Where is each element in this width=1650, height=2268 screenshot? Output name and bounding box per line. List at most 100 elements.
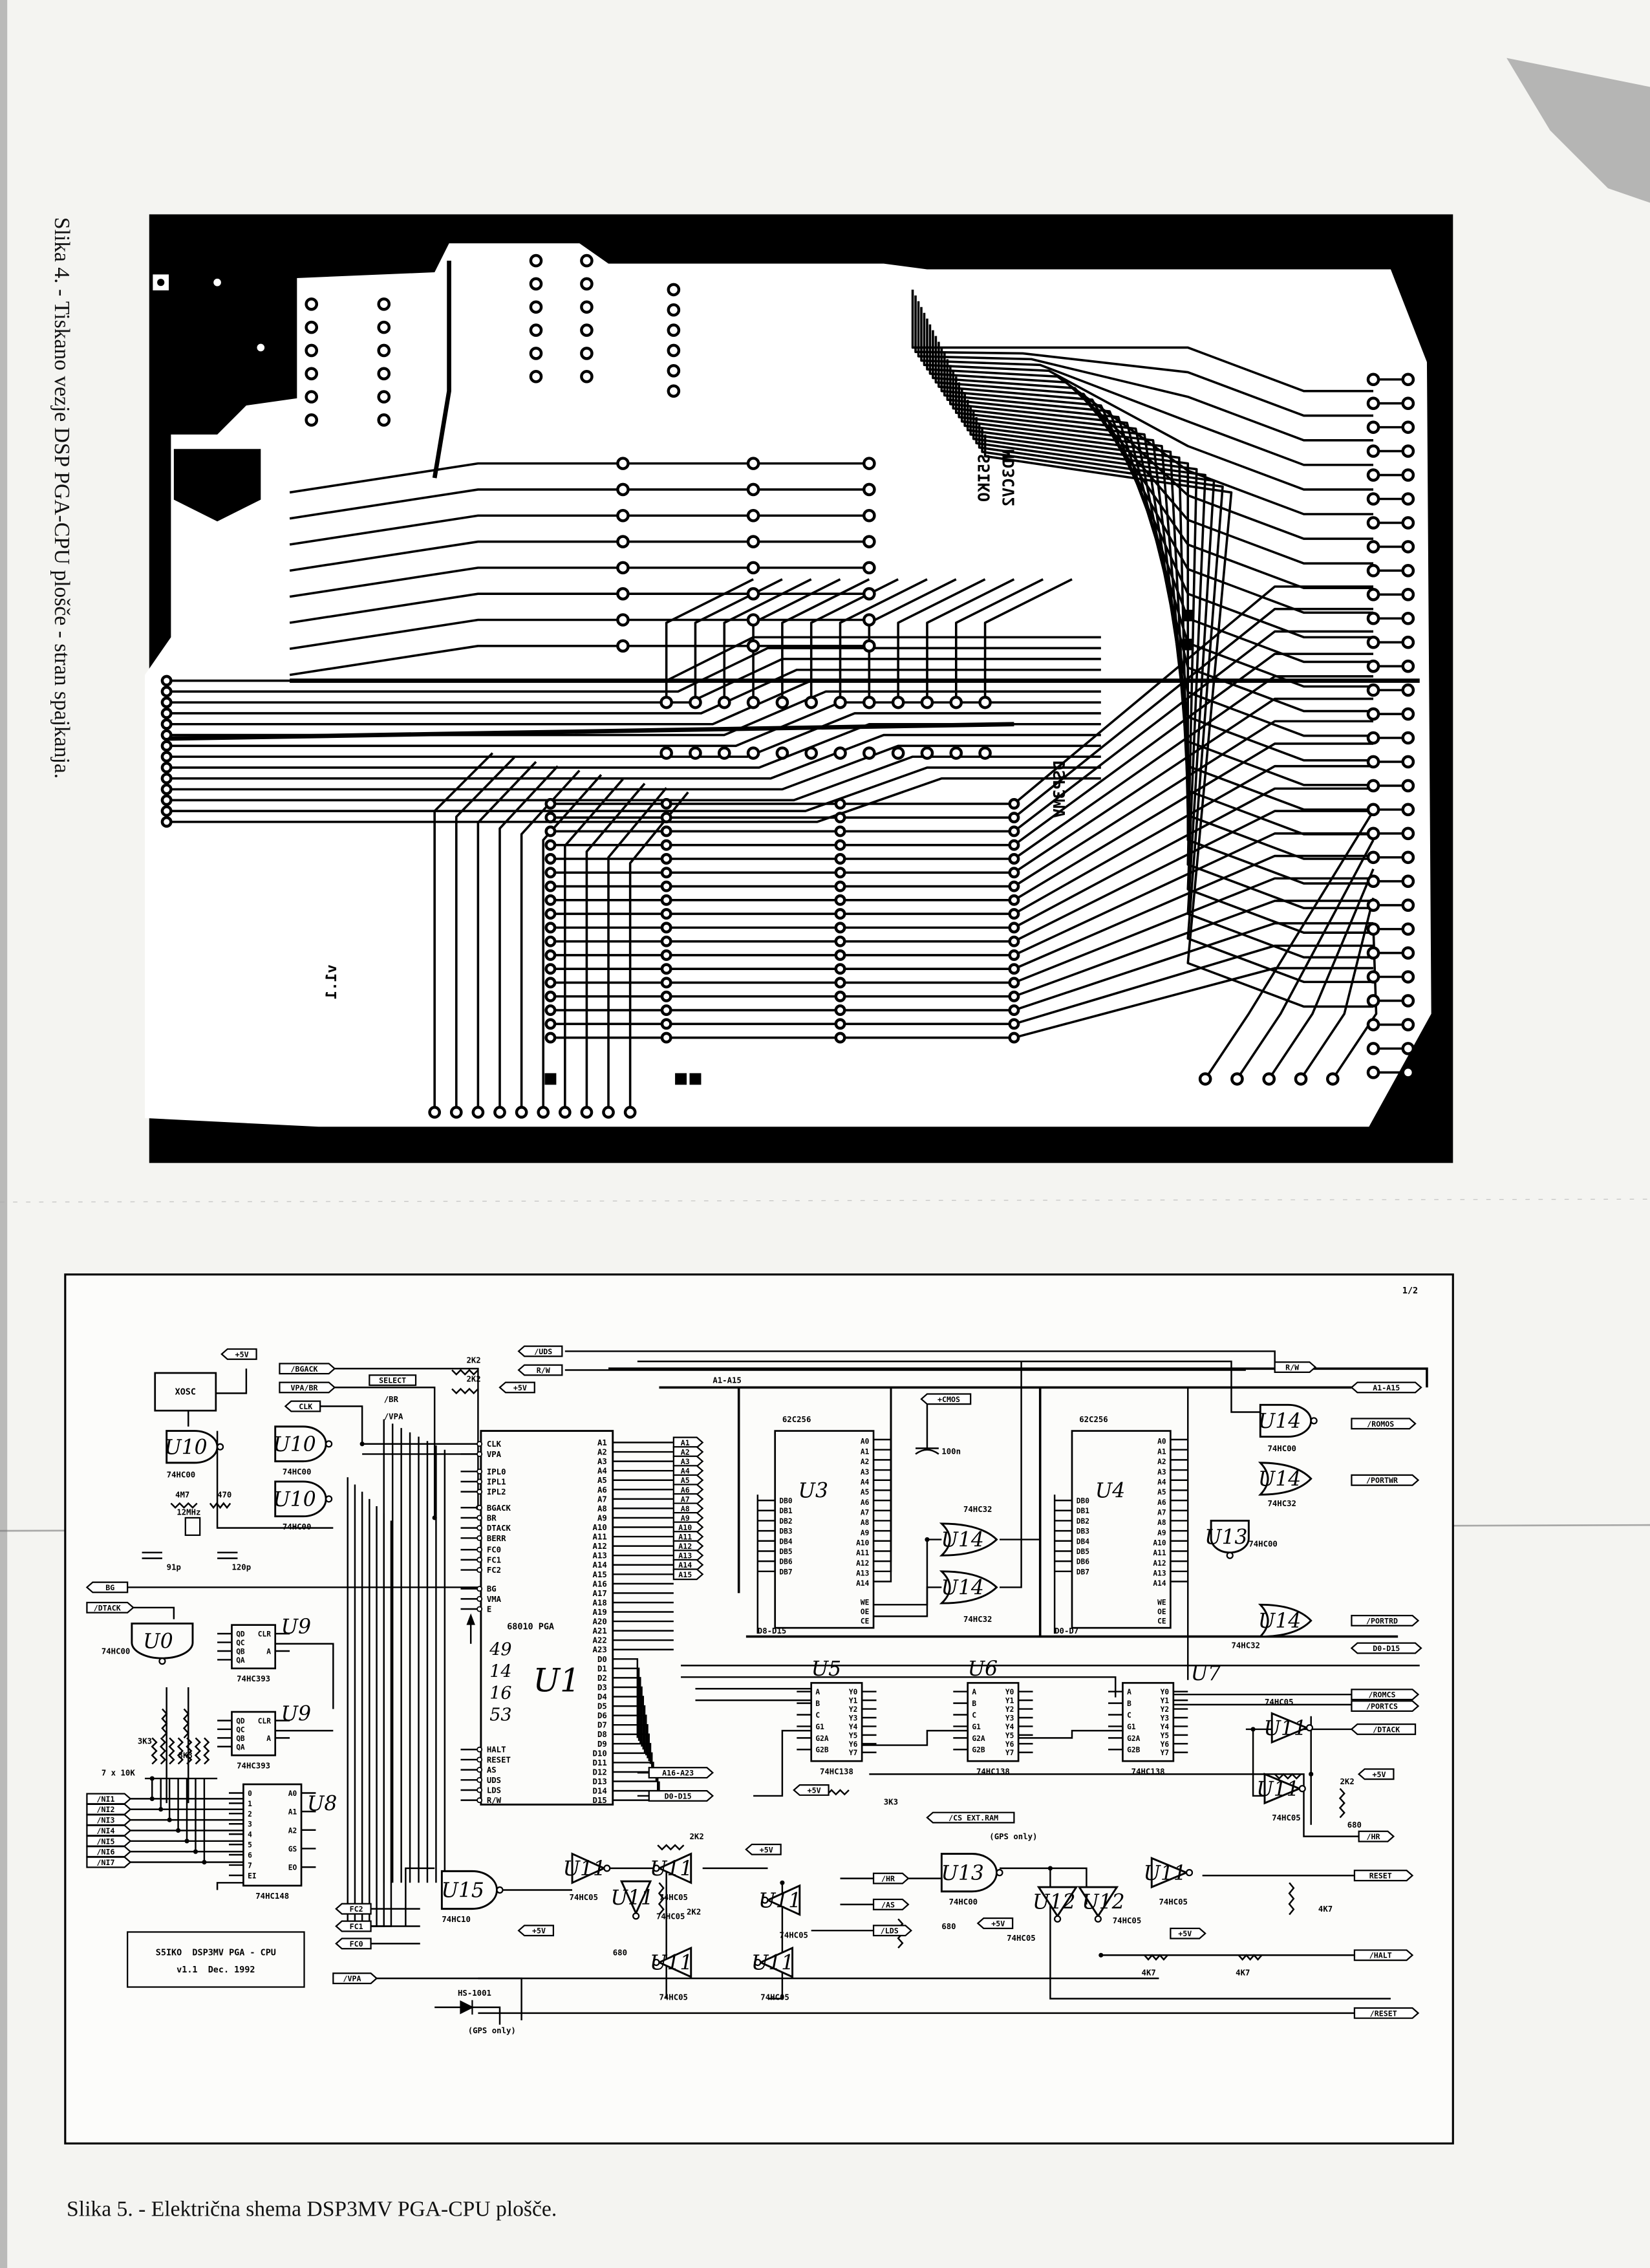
- chip-pin-label: Y5: [849, 1731, 857, 1740]
- pcb-smd-pad: [1182, 638, 1194, 651]
- chip-pin-label: Y2: [849, 1705, 857, 1714]
- gate-part-label: 74HC05: [570, 1893, 598, 1902]
- wire: [873, 1387, 892, 1582]
- pcb-pad: [775, 695, 789, 709]
- pin-bubble: [477, 1797, 483, 1804]
- gate-u0: [131, 1622, 194, 1665]
- chip-pin-label: A1: [861, 1447, 870, 1456]
- gate-ref-label: U0: [143, 1630, 173, 1654]
- net-flag-uds-shape: [517, 1345, 563, 1357]
- gate-u12: [1036, 1886, 1078, 1923]
- pcb-pad: [544, 797, 557, 810]
- pcb-pad: [1401, 373, 1415, 387]
- net-flag-ni4-shape: [86, 1824, 132, 1837]
- component-value-label: 3K3: [884, 1797, 898, 1806]
- chip-pin-label: DB6: [1077, 1558, 1089, 1566]
- pcb-trace: [1268, 868, 1375, 1080]
- pcb-marking-1: S5IKO: [974, 454, 993, 502]
- cpu-pin-label: BR: [487, 1513, 497, 1522]
- pcb-pad: [834, 922, 846, 934]
- chip-pin-label: QD: [236, 1717, 245, 1725]
- cpu-pin-label: A6: [597, 1485, 607, 1495]
- address-flag-a14-shape: [672, 1559, 704, 1571]
- pcb-pad: [305, 390, 319, 404]
- chip-pin-label: DB6: [779, 1558, 792, 1566]
- resistor-icon: [170, 1502, 198, 1509]
- chip-pin-label: B: [1127, 1700, 1131, 1708]
- gate-ref-label: U11: [1256, 1778, 1299, 1801]
- net-flag-hr: /HR: [881, 1874, 895, 1883]
- inverting-bubble: [632, 1912, 640, 1920]
- gate-u11: [1150, 1857, 1194, 1889]
- pcb-pad: [305, 343, 319, 358]
- pcb-pad: [1008, 825, 1020, 837]
- pin-bubble: [477, 1468, 483, 1474]
- pcb-trace: [455, 756, 515, 1116]
- pcb-trace: [952, 371, 1374, 737]
- pcb-pad: [862, 561, 876, 575]
- pcb-pad: [667, 323, 681, 337]
- chip-pin-label: Y6: [1005, 1740, 1014, 1749]
- gate-u14: [939, 1522, 998, 1557]
- pcb-pad: [1008, 908, 1020, 920]
- pcb-pad: [834, 908, 846, 920]
- resistor-icon: [1144, 1954, 1168, 1961]
- cpu-pin-label: HALT: [487, 1745, 506, 1755]
- wire: [216, 1882, 244, 1890]
- pcb-pad: [1401, 922, 1415, 936]
- junction-dot: [149, 1776, 155, 1781]
- resistor-icon: [451, 1387, 479, 1395]
- pcb-pad: [1401, 564, 1415, 578]
- chip-pin-label: C: [815, 1711, 820, 1720]
- chip-pin-label: A5: [1157, 1488, 1166, 1496]
- pcb-pad: [1366, 994, 1380, 1008]
- pcb-pad: [834, 977, 846, 989]
- pcb-trace: [550, 720, 1374, 888]
- pcb-pad: [1401, 1042, 1415, 1055]
- pcb-pad: [493, 1106, 506, 1119]
- gate-u15: [440, 1870, 504, 1910]
- address-flag-a5-shape: [672, 1474, 704, 1486]
- gate-ref-label: U11: [758, 1889, 801, 1912]
- pcb-pad: [834, 894, 846, 906]
- net-flag-bg-shape: [85, 1581, 129, 1593]
- address-flag-a10: A10: [678, 1523, 692, 1532]
- pcb-trace: [1300, 898, 1375, 1080]
- net-flag-reset-shape: [1353, 1870, 1414, 1882]
- pcb-pad: [746, 508, 760, 523]
- net-flag-uds: /UDS: [534, 1347, 552, 1356]
- net-flag-bgack: /BGACK: [291, 1365, 318, 1374]
- net-flag-reset: RESET: [1369, 1872, 1392, 1881]
- net-flag-5v-shape: [976, 1917, 1014, 1929]
- chip-pin-label: Y7: [1161, 1749, 1169, 1757]
- gate-u11: [761, 1884, 801, 1916]
- pcb-trace: [289, 514, 870, 546]
- pcb-pad: [1401, 994, 1415, 1008]
- gate-ref-label: U14: [1258, 1468, 1301, 1491]
- pcb-pad: [160, 740, 173, 752]
- cpu-pin-label: D8: [597, 1730, 607, 1739]
- pcb-pad: [746, 587, 760, 601]
- cpu-pin-label: AS: [487, 1766, 497, 1775]
- pcb-pad: [1366, 898, 1380, 912]
- capacitor-icon: [142, 1551, 238, 1559]
- address-flag-a4: A4: [681, 1467, 690, 1476]
- cpu-pin-label: D15: [593, 1796, 607, 1805]
- pcb-pad: [305, 413, 319, 427]
- chip-box-u3: [774, 1430, 875, 1629]
- gate-ref-label: U11: [1144, 1862, 1186, 1885]
- pcb-pad: [1401, 731, 1415, 745]
- pcb-pad: [660, 935, 672, 947]
- net-flag-ni5: /NI5: [97, 1837, 115, 1846]
- pin-bubble: [477, 1504, 483, 1511]
- pcb-pad: [1366, 468, 1380, 482]
- pcb-trace: [289, 618, 870, 651]
- pcb-trace: [550, 697, 1374, 874]
- gate-part-label: 74HC05: [1113, 1916, 1141, 1925]
- gate-ref-label: U11: [611, 1886, 654, 1910]
- gate-part-label: 74HC05: [1159, 1897, 1187, 1906]
- pin-bubble: [477, 1595, 483, 1602]
- pcb-pad: [377, 413, 391, 427]
- net-flag-a1-a15-shape: [1350, 1381, 1422, 1394]
